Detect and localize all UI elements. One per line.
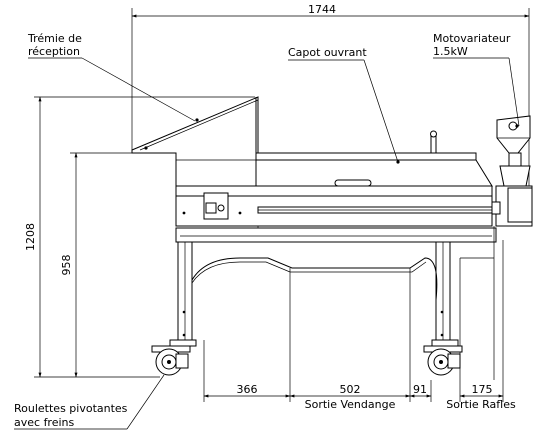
label-tremie-line2: réception (28, 45, 80, 58)
label-roulettes-line2: avec freins (14, 416, 75, 429)
dim-366-text: 366 (237, 383, 258, 396)
label-moto-line2: 1.5kW (433, 45, 468, 58)
bottom-dimensions: 366 502 91 175 (203, 240, 504, 402)
label-roulettes-line1: Roulettes pivotantes (14, 402, 128, 415)
dimension-1208: 1208 (24, 96, 255, 378)
label-roulettes: Roulettes pivotantes avec freins (14, 374, 165, 430)
label-tremie: Trémie de réception (27, 32, 196, 122)
dimension-1744: 1744 (131, 3, 530, 190)
label-capot: Capot ouvrant (288, 46, 400, 164)
label-capot-text: Capot ouvrant (288, 46, 367, 59)
dim-1744-text: 1744 (308, 3, 336, 16)
label-sortie-rafles: Sortie Rafles (446, 398, 516, 411)
dimension-958: 958 (60, 152, 150, 378)
label-moto: Motovariateur 1.5kW (433, 32, 520, 128)
label-sortie-vendange: Sortie Vendange (305, 398, 396, 411)
dim-91-text: 91 (413, 383, 427, 396)
dim-958-text: 958 (60, 255, 73, 276)
label-tremie-line1: Trémie de (27, 32, 82, 45)
wheel-right (423, 339, 463, 376)
label-moto-line1: Motovariateur (433, 32, 511, 45)
dim-1208-text: 1208 (24, 223, 37, 251)
wheel-left (151, 339, 197, 376)
dim-175-text: 175 (472, 383, 493, 396)
hopper (131, 96, 259, 189)
motor (491, 115, 533, 227)
machine-body (175, 130, 493, 232)
dim-502-text: 502 (340, 383, 361, 396)
chassis (175, 226, 497, 380)
